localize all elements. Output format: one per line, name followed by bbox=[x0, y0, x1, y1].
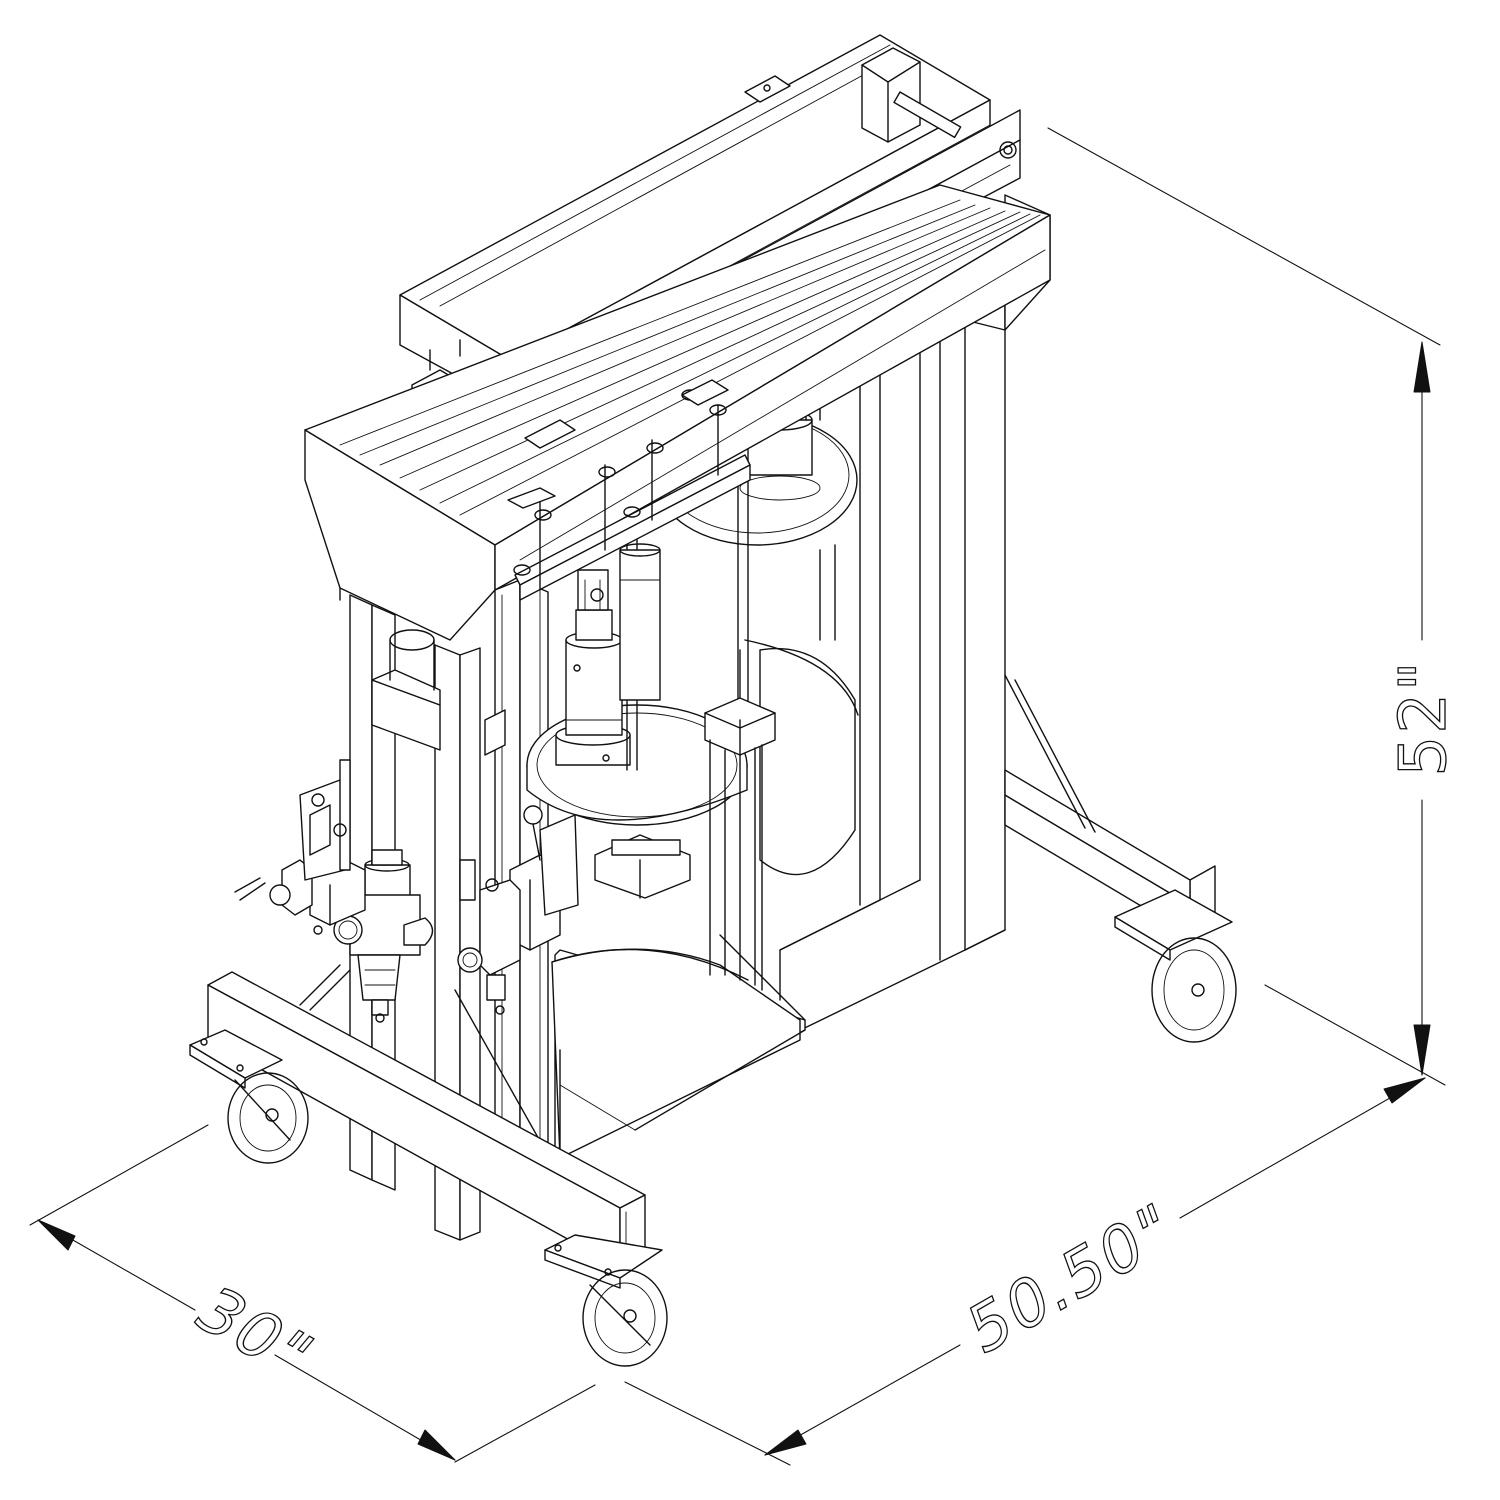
rear-caster-leg bbox=[1004, 674, 1237, 1043]
front-drum-and-ram bbox=[526, 469, 806, 1161]
air-control-panel bbox=[234, 709, 579, 1023]
front-caster-beam bbox=[189, 964, 668, 1367]
dimension-lines bbox=[29, 127, 1446, 1466]
crossbar-and-tie-rods bbox=[507, 379, 751, 601]
height-dimension-label: 52" bbox=[1387, 660, 1461, 777]
length-dimension-label: 50.50" bbox=[960, 1188, 1180, 1371]
rear-drum bbox=[656, 329, 859, 876]
width-dimension-label: 30" bbox=[179, 1275, 329, 1391]
front-head-frame bbox=[304, 184, 1051, 641]
